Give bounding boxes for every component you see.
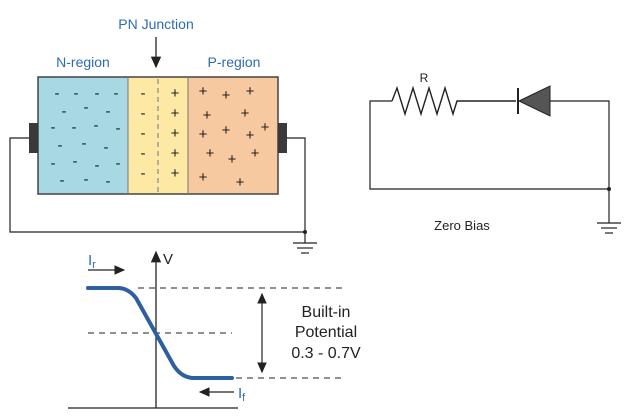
minus-sign: - — [141, 125, 146, 142]
n-region-fill — [38, 77, 128, 194]
ground-symbol-right — [597, 189, 621, 234]
if-main: I — [238, 385, 242, 402]
semiconductor-block — [37, 76, 279, 195]
potential-graph — [68, 250, 342, 409]
minus-sign: - — [62, 103, 67, 120]
minus-sign: - — [84, 99, 89, 116]
plus-sign: + — [203, 107, 212, 124]
minus-sign: - — [141, 85, 146, 102]
ir-subscript: r — [92, 259, 96, 271]
p-region-label: P-region — [208, 54, 261, 70]
minus-sign: - — [104, 139, 109, 156]
minus-sign: - — [72, 119, 77, 136]
minus-sign: - — [106, 173, 111, 190]
ir-main: I — [88, 252, 92, 269]
minus-sign: - — [60, 172, 65, 189]
plus-sign: + — [246, 127, 255, 144]
minus-sign: - — [82, 135, 87, 152]
minus-sign: - — [141, 165, 146, 182]
plus-sign: + — [246, 83, 255, 100]
right-electrode — [278, 123, 287, 153]
minus-sign: - — [58, 137, 63, 154]
plus-sign: + — [251, 145, 260, 162]
potential-label-line1: Built-in — [302, 304, 351, 321]
p-region-charges: + + + + + + + + + + + + + + — [199, 83, 270, 191]
potential-curve — [86, 286, 234, 380]
minus-sign: - — [116, 155, 121, 172]
zero-bias-caption: Zero Bias — [434, 218, 490, 233]
minus-sign: - — [94, 117, 99, 134]
block-wire — [9, 137, 306, 233]
minus-sign: - — [116, 120, 121, 137]
plus-sign: + — [222, 122, 231, 139]
potential-label-line3: 0.3 - 0.7V — [291, 345, 361, 362]
minus-sign: - — [106, 103, 111, 120]
minus-sign: - — [95, 85, 100, 102]
plus-sign: + — [222, 87, 231, 104]
plus-sign: + — [171, 105, 180, 122]
minus-sign: - — [51, 119, 56, 136]
plus-sign: + — [199, 83, 208, 100]
minus-sign: - — [55, 85, 60, 102]
minus-sign: - — [51, 155, 56, 172]
diode-triangle — [517, 85, 551, 117]
minus-sign: - — [74, 85, 79, 102]
v-axis-label: V — [163, 251, 173, 268]
plus-sign: + — [236, 174, 245, 191]
minus-sign: - — [141, 145, 146, 162]
plus-sign: + — [199, 169, 208, 186]
left-electrode — [29, 123, 38, 153]
ground-symbol-left — [293, 232, 317, 254]
plus-sign: + — [241, 105, 250, 122]
minus-sign: - — [73, 153, 78, 170]
pn-junction-title: PN Junction — [118, 16, 193, 32]
plus-sign: + — [171, 125, 180, 142]
plus-sign: + — [228, 151, 237, 168]
plus-sign: + — [171, 145, 180, 162]
plus-sign: + — [261, 119, 270, 136]
plus-sign: + — [171, 85, 180, 102]
minus-sign: - — [95, 157, 100, 174]
n-region-label: N-region — [56, 54, 110, 70]
resistor — [391, 85, 516, 117]
circuit-wire — [369, 100, 610, 190]
minus-sign: - — [114, 85, 119, 102]
depletion-charges: - - - - - + + + + + — [141, 85, 180, 182]
zero-bias-circuit — [369, 85, 621, 234]
potential-label-line2: Potential — [295, 324, 357, 341]
if-subscript: f — [242, 392, 246, 404]
plus-sign: + — [171, 165, 180, 182]
minus-sign: - — [84, 171, 89, 188]
plus-sign: + — [199, 126, 208, 143]
resistor-label: R — [420, 71, 429, 85]
forward-current-label: If — [238, 385, 246, 404]
n-region-charges: - - - - - - - - - - - - - - - - - - - - … — [51, 85, 121, 190]
plus-sign: + — [206, 145, 215, 162]
p-region-fill — [188, 77, 278, 194]
minus-sign: - — [141, 105, 146, 122]
reverse-current-label: Ir — [88, 252, 96, 271]
